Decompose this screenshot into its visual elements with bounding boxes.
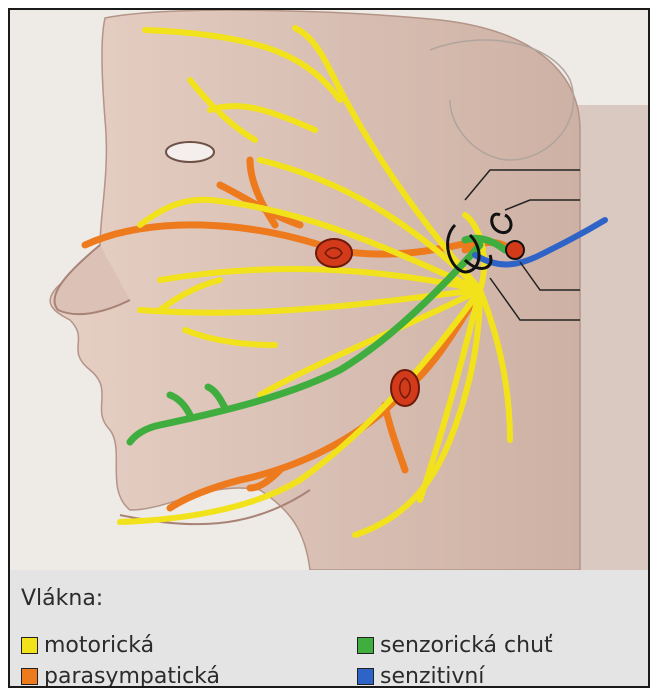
submandibular-ganglion (391, 370, 419, 406)
legend-swatch-parasympathetic (21, 668, 38, 685)
legend-title: Vlákna: (21, 586, 103, 611)
legend: Vlákna: motorická senzorická chuť parasy… (10, 570, 648, 688)
head-silhouette (50, 10, 580, 570)
legend-swatch-taste (357, 637, 374, 654)
eye (166, 142, 214, 162)
geniculate-ganglion (506, 241, 524, 259)
legend-item-motor: motorická (21, 633, 154, 658)
legend-label-taste: senzorická chuť (380, 633, 553, 658)
facial-nerve-illustration (10, 10, 648, 570)
pterygopalatine-ganglion (316, 239, 352, 267)
cranial-region (570, 105, 648, 570)
legend-label-sensory: senzitivní (380, 664, 484, 688)
legend-item-parasympathetic: parasympatická (21, 664, 220, 688)
legend-swatch-motor (21, 637, 38, 654)
legend-swatch-sensory (357, 668, 374, 685)
legend-item-taste: senzorická chuť (357, 633, 553, 658)
figure-frame: Vlákna: motorická senzorická chuť parasy… (8, 8, 650, 688)
legend-label-motor: motorická (44, 633, 154, 658)
legend-item-sensory: senzitivní (357, 664, 484, 688)
legend-label-parasympathetic: parasympatická (44, 664, 220, 688)
